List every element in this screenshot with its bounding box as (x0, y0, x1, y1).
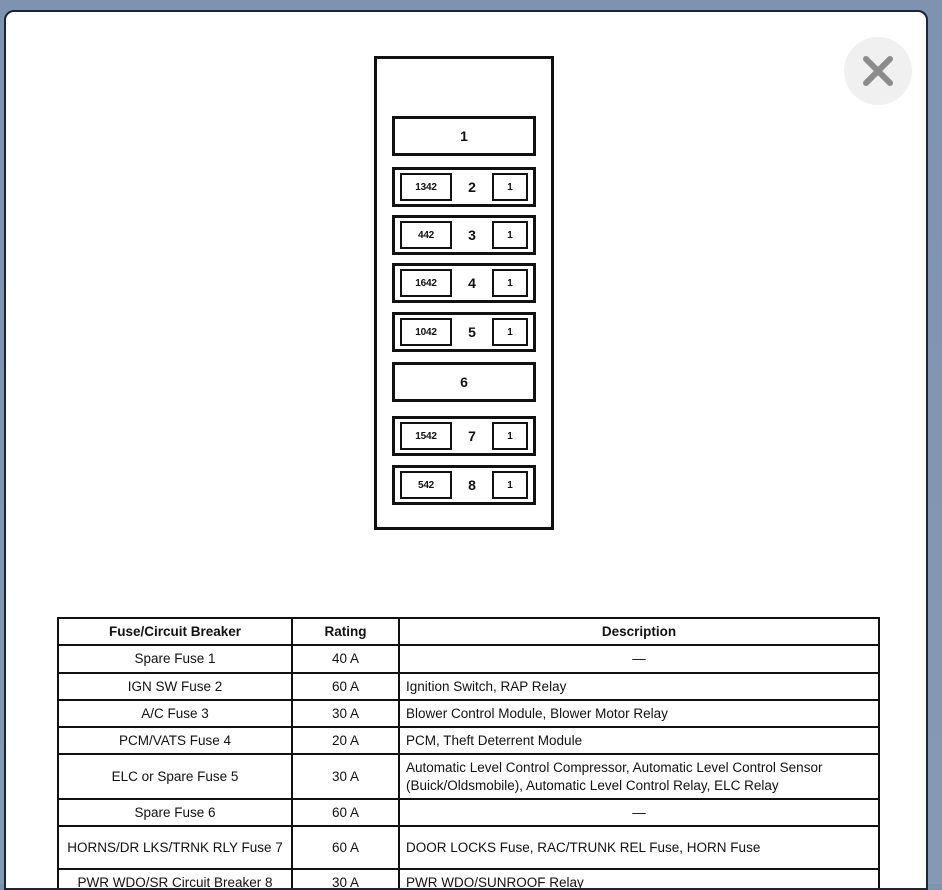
close-button[interactable] (844, 37, 912, 105)
cell-description: PWR WDO/SUNROOF Relay (398, 868, 880, 888)
cell-fuse-name: PWR WDO/SR Circuit Breaker 8 (57, 868, 293, 888)
fuse-slot-number-6: 6 (460, 374, 468, 390)
cell-fuse-name: Spare Fuse 1 (57, 644, 293, 674)
cell-rating: 60 A (291, 671, 400, 701)
cell-description: Automatic Level Control Compressor, Auto… (398, 753, 880, 800)
table-header-row: Fuse/Circuit Breaker Rating Description (57, 616, 880, 647)
cell-rating: 60 A (291, 797, 400, 828)
cell-description: — (398, 644, 880, 674)
close-icon (844, 37, 912, 105)
fuse-code-box-4: 1642 (400, 269, 452, 297)
fuse-slot-1: 1 (392, 116, 536, 156)
fuse-slot-number-4: 4 (468, 275, 476, 291)
cell-fuse-name: Spare Fuse 6 (57, 797, 293, 828)
fuse-slot-number-2: 2 (468, 179, 476, 195)
fuse-slot-number-7: 7 (468, 428, 476, 444)
column-header-rating: Rating (291, 616, 400, 647)
fuse-code-box-5: 1042 (400, 318, 452, 346)
cell-fuse-name: A/C Fuse 3 (57, 698, 293, 729)
cell-fuse-name: PCM/VATS Fuse 4 (57, 726, 293, 756)
fuse-code-box-7: 1542 (400, 422, 452, 450)
column-header-fuse-circuit-breaker: Fuse/Circuit Breaker (57, 616, 293, 647)
cell-description: Blower Control Module, Blower Motor Rela… (398, 698, 880, 729)
fuse-slot-number-5: 5 (468, 324, 476, 340)
fuse-amp-box-3: 1 (491, 221, 528, 249)
fuse-slot-number-3: 3 (468, 227, 476, 243)
cell-rating: 30 A (291, 698, 400, 729)
fuse-slot-number-8: 8 (468, 477, 476, 493)
cell-fuse-name: HORNS/DR LKS/TRNK RLY Fuse 7 (57, 825, 293, 871)
cell-description: PCM, Theft Deterrent Module (398, 726, 880, 756)
cell-description: Ignition Switch, RAP Relay (398, 671, 880, 701)
fuse-table-container: Fuse/Circuit Breaker Rating Description … (57, 616, 880, 888)
fuse-slot-6: 6 (392, 362, 536, 402)
fuse-table: Fuse/Circuit Breaker Rating Description … (57, 616, 880, 888)
cell-fuse-name: IGN SW Fuse 2 (57, 671, 293, 701)
cell-rating: 60 A (291, 825, 400, 871)
table-header: Fuse/Circuit Breaker Rating Description (57, 616, 880, 647)
cell-fuse-name: ELC or Spare Fuse 5 (57, 753, 293, 800)
cell-rating: 40 A (291, 644, 400, 674)
fuse-amp-box-4: 1 (491, 269, 528, 297)
cell-rating: 20 A (291, 726, 400, 756)
cell-description: DOOR LOCKS Fuse, RAC/TRUNK REL Fuse, HOR… (398, 825, 880, 871)
fuse-amp-box-2: 1 (491, 173, 528, 201)
fuse-code-box-8: 542 (400, 471, 452, 499)
cell-rating: 30 A (291, 753, 400, 800)
fuse-amp-box-7: 1 (491, 422, 528, 450)
column-header-description: Description (398, 616, 880, 647)
fuse-amp-box-8: 1 (491, 471, 528, 499)
fuse-code-box-2: 1342 (400, 173, 452, 201)
fuse-code-box-3: 442 (400, 221, 452, 249)
cell-rating: 30 A (291, 868, 400, 888)
fuse-amp-box-5: 1 (491, 318, 528, 346)
cell-description: — (398, 797, 880, 828)
fuse-slot-number-1: 1 (460, 128, 468, 144)
